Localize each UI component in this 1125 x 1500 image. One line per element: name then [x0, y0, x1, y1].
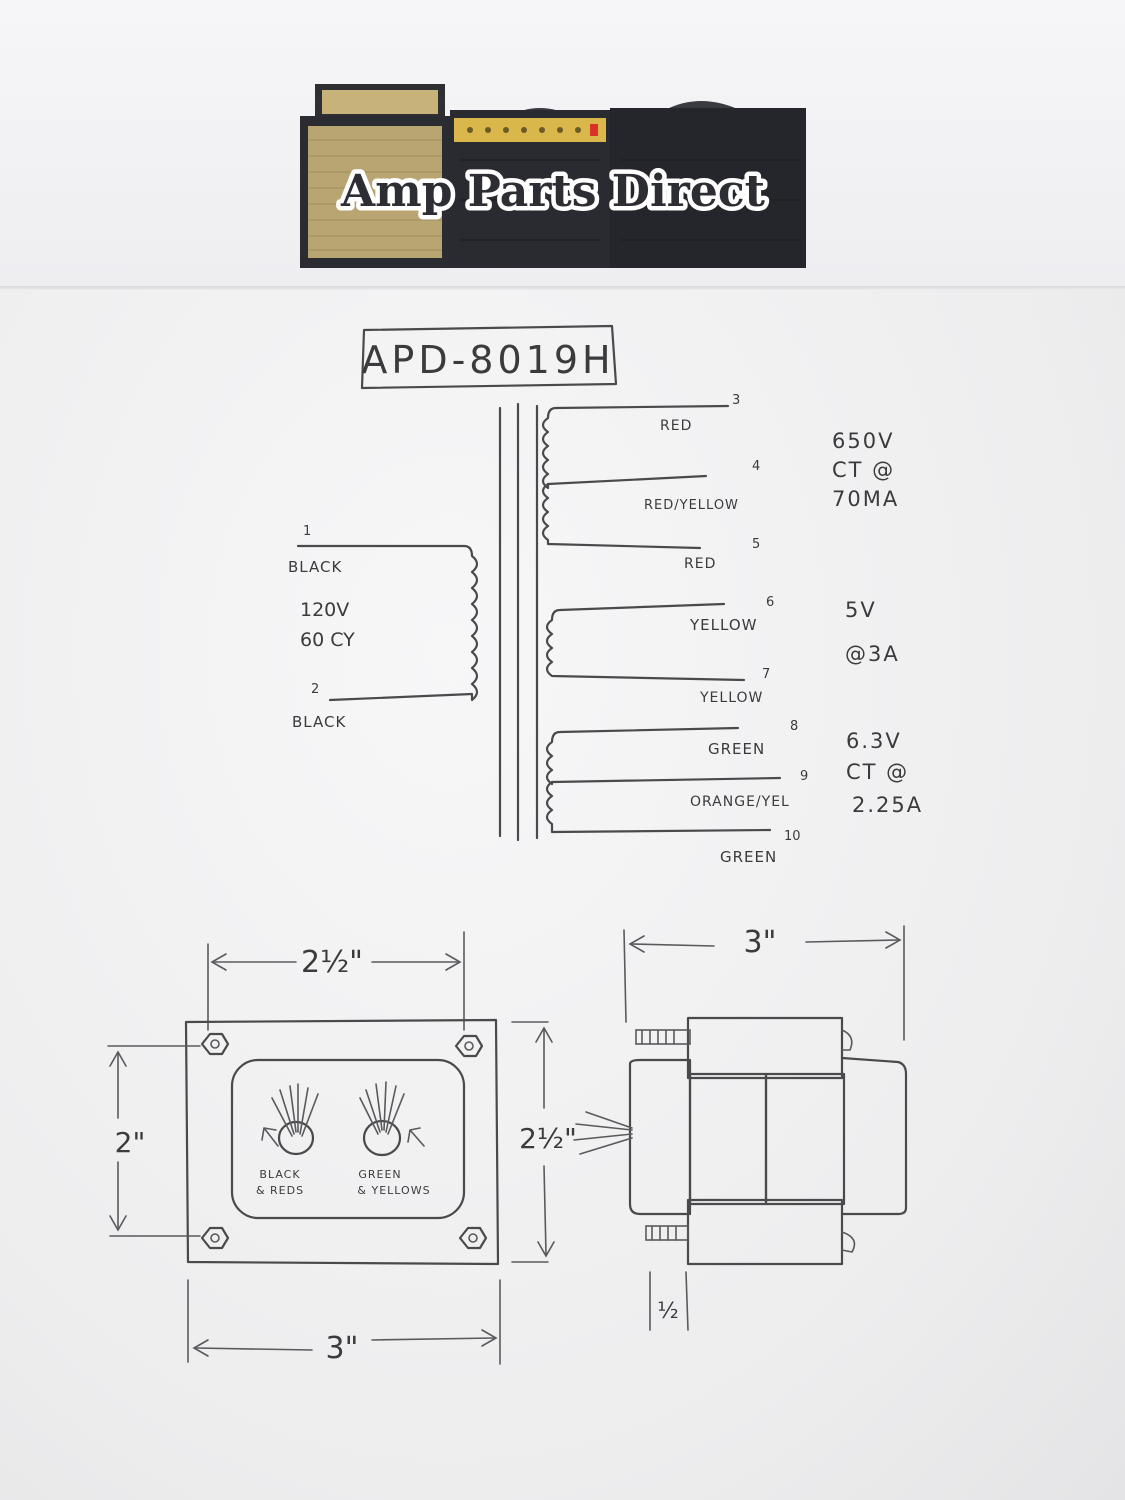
- primary-wire-bottom: BLACK: [292, 713, 346, 731]
- primary-frequency: 60 CY: [300, 629, 355, 651]
- front-right-dimension: 2½": [519, 1122, 577, 1155]
- lead-label-right-line2: & YELLOWS: [357, 1184, 430, 1197]
- pin-6: 6: [766, 595, 774, 610]
- part-number-box: APD-8019H: [360, 324, 618, 390]
- lead-label-left-line1: BLACK: [259, 1168, 300, 1181]
- front-view-drawing: 2½" B: [107, 931, 577, 1366]
- wire-red-yellow: RED/YELLOW: [644, 498, 739, 513]
- primary-winding: 1 BLACK 120V 60 CY 2 BLACK: [288, 524, 479, 731]
- amp-parts-direct-logo: Amp Parts Direct Amp Parts Direct: [300, 84, 806, 268]
- wire-green-bottom: GREEN: [720, 848, 777, 866]
- wire-yellow-top: YELLOW: [689, 616, 757, 634]
- transformer-schematic: 1 BLACK 120V 60 CY 2 BLACK 3 RED 4 RED/Y…: [288, 393, 923, 866]
- primary-voltage: 120V: [300, 599, 349, 621]
- lead-bundle-right: [359, 1081, 425, 1157]
- logo-text-outline: Amp Parts Direct: [340, 166, 766, 217]
- heater-voltage: 6.3V: [846, 729, 902, 753]
- mounting-nut-top-right: [454, 1034, 484, 1058]
- secondary-5v-winding: 6 YELLOW 7 YELLOW 5V @3A: [545, 595, 900, 706]
- heater-center-tap: CT @: [846, 760, 909, 784]
- pin-8: 8: [790, 719, 798, 734]
- paper-overlap-edge: [0, 286, 1125, 290]
- mounting-nut-bottom-left: [200, 1226, 230, 1250]
- front-top-dimension: 2½": [301, 945, 363, 980]
- lead-label-right-line1: GREEN: [358, 1168, 401, 1181]
- wire-orange-yellow: ORANGE/YEL: [690, 794, 790, 810]
- hv-center-tap: CT @: [832, 458, 895, 482]
- pin-1: 1: [303, 524, 311, 539]
- secondary-heater-winding: 8 GREEN 9 ORANGE/YEL 10 GREEN 6.3V CT @ …: [545, 719, 923, 866]
- pin-7: 7: [762, 667, 770, 682]
- heater-current: 2.25A: [852, 793, 923, 817]
- wire-yellow-bottom: YELLOW: [699, 690, 763, 706]
- pin-9: 9: [800, 769, 808, 784]
- rect-current: @3A: [845, 642, 900, 666]
- primary-wire-top: BLACK: [288, 558, 342, 576]
- side-bottom-dimension: ½: [657, 1299, 678, 1324]
- secondary-hv-winding: 3 RED 4 RED/YELLOW 5 RED 650V CT @ 70MA: [541, 393, 899, 572]
- pin-5: 5: [752, 537, 760, 552]
- rect-voltage: 5V: [845, 598, 877, 622]
- wire-green-top: GREEN: [708, 740, 765, 758]
- lead-label-left-line2: & REDS: [256, 1184, 304, 1197]
- side-view-drawing: 3" ½: [573, 925, 908, 1331]
- pin-2: 2: [311, 682, 319, 697]
- pin-3: 3: [732, 393, 740, 408]
- pin-4: 4: [752, 459, 760, 474]
- mounting-nut-bottom-right: [458, 1226, 488, 1250]
- logo-text: Amp Parts Direct: [340, 166, 766, 217]
- wire-red-bottom: RED: [684, 556, 716, 572]
- front-bottom-dimension: 3": [326, 1331, 359, 1366]
- hv-current: 70MA: [832, 487, 899, 511]
- mounting-nut-top-left: [200, 1032, 230, 1056]
- lead-bundle-left: [261, 1083, 319, 1156]
- front-left-dimension: 2": [115, 1126, 146, 1159]
- wire-red-top: RED: [660, 418, 692, 434]
- hv-voltage: 650V: [832, 429, 894, 453]
- side-top-dimension: 3": [744, 925, 777, 960]
- part-number: APD-8019H: [361, 338, 614, 382]
- pin-10: 10: [784, 829, 801, 844]
